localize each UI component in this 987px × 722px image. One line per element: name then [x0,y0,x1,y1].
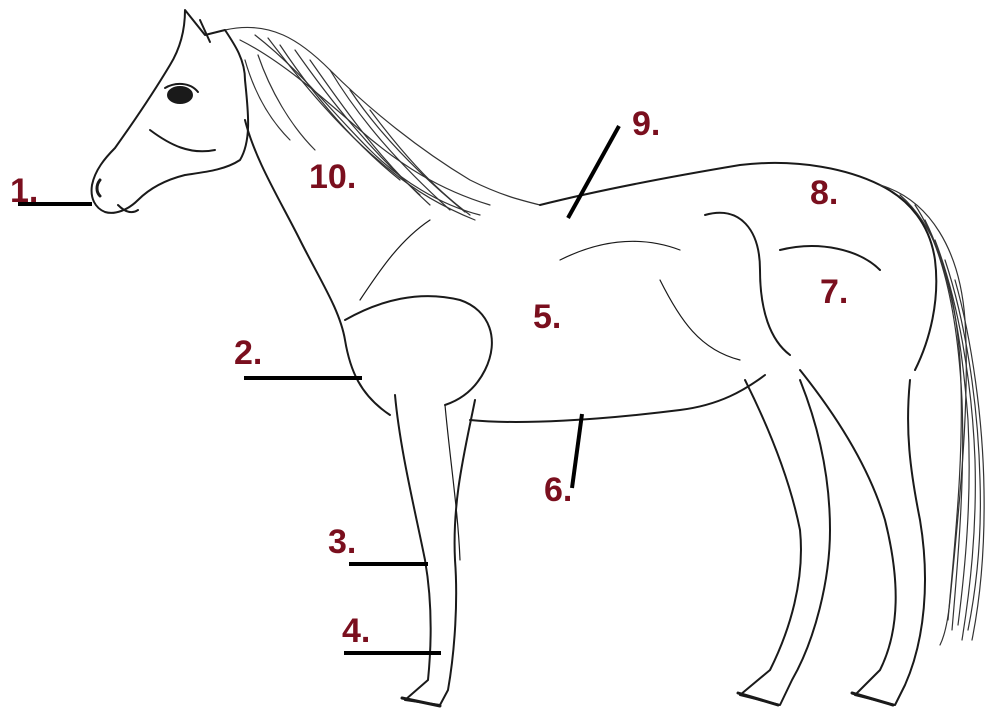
mane [225,27,540,220]
label-6: 6. [544,473,572,507]
pointer-line-6 [572,414,582,488]
label-10: 10. [309,160,356,194]
head [92,10,249,213]
label-2: 2. [234,336,262,370]
hind-legs [738,370,925,705]
label-9: 9. [632,107,660,141]
pointer-lines [18,126,619,653]
label-5: 5. [533,300,561,334]
label-8: 8. [810,176,838,210]
label-7: 7. [820,275,848,309]
label-3: 3. [328,525,356,559]
label-1: 1. [10,174,38,208]
pointer-line-9 [568,126,619,218]
label-4: 4. [342,614,370,648]
front-legs [395,395,475,706]
